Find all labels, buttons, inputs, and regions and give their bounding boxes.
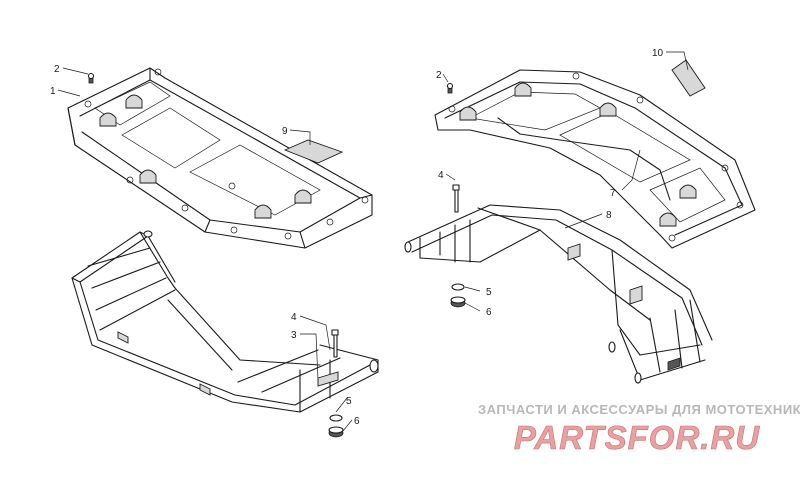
callout-4-right: 4 [438,170,444,181]
decal-10 [671,59,706,97]
bolt-4-left [331,329,339,358]
front-rack-body [67,67,373,249]
decal-9 [283,139,344,164]
bolt-4-right [452,184,460,213]
callout-6-left: 6 [354,416,360,427]
bolt-2-right [446,82,454,94]
callout-5-right: 5 [486,287,492,298]
grommet-6-right [450,296,466,308]
callout-5-left: 5 [346,396,352,407]
watermark-logo-text: PARTSFOR.RU [514,419,760,456]
leader-lines [57,51,689,432]
callout-4-left: 4 [291,312,297,323]
bolt-2-left [87,72,95,84]
callout-1: 1 [50,86,56,97]
callout-2-left: 2 [54,64,60,75]
watermark-tagline: ЗАПЧАСТИ И АКСЕССУАРЫ ДЛЯ МОТОТЕХНИКИ [478,402,800,417]
grommet-6-left [328,426,344,438]
callout-3: 3 [291,330,297,341]
callout-labels: 2 1 9 4 3 5 6 2 4 5 6 7 8 10 [50,48,664,427]
callout-8: 8 [606,210,612,221]
watermark-logo: PARTSFOR.RU [514,419,760,457]
washer-5-right [451,283,465,291]
callout-7: 7 [610,188,616,199]
callout-6-right: 6 [486,307,492,318]
callout-10: 10 [652,48,664,59]
rear-bumper-frame [404,204,713,384]
callout-9: 9 [282,126,288,137]
callout-2-right: 2 [436,70,442,81]
rear-rack-body [434,69,756,249]
washer-5-left [329,414,343,422]
front-bumper-frame [71,230,379,413]
